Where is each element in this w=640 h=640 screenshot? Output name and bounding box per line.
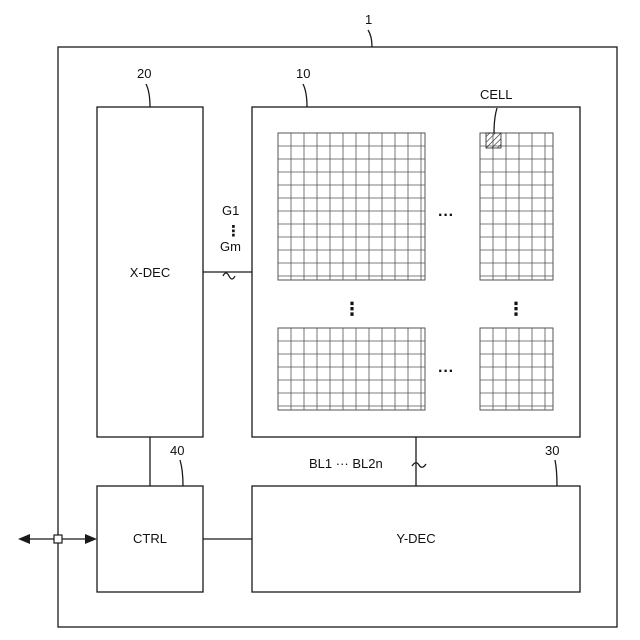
- gate-first-label: G1: [222, 203, 239, 218]
- bitline-bus-tilde: [412, 463, 426, 468]
- io-arrow-right: [85, 534, 97, 544]
- ellipsis-right-vertical: ⋮: [507, 299, 525, 319]
- gate-bus-tilde: [223, 273, 235, 279]
- cell-label: CELL: [480, 87, 513, 102]
- cell-array: [278, 133, 553, 410]
- array-leader: [303, 84, 307, 107]
- cell-grid-top-left: [278, 133, 425, 280]
- array-ref-label: 10: [296, 66, 310, 81]
- ellipsis-bottom: ···: [438, 363, 454, 380]
- xdec-label: X-DEC: [130, 265, 170, 280]
- ctrl-leader: [180, 460, 183, 486]
- io-arrow-left: [18, 534, 30, 544]
- ellipsis-top: ···: [438, 207, 454, 224]
- chip-ref-label: 1: [365, 12, 372, 27]
- array-frame: [252, 107, 580, 437]
- ydec-leader: [555, 460, 557, 486]
- gate-dots: ⋮: [226, 223, 241, 240]
- ctrl-label: CTRL: [133, 531, 167, 546]
- cell-grid-border: [480, 328, 553, 410]
- cell-grid-bottom-left: [278, 328, 425, 410]
- xdec-leader: [146, 84, 150, 107]
- bitline-label: BL1 ··· BL2n: [309, 456, 383, 471]
- cell-grid-border: [278, 328, 425, 410]
- chip-leader: [368, 30, 372, 47]
- cell-grid-bottom-right: [480, 328, 553, 410]
- highlighted-cell: [486, 133, 501, 148]
- gate-last-label: Gm: [220, 239, 241, 254]
- cell-grid-top-right: [480, 133, 553, 280]
- ctrl-ref-label: 40: [170, 443, 184, 458]
- ydec-ref-label: 30: [545, 443, 559, 458]
- io-pad: [54, 535, 62, 543]
- cell-grid-border: [480, 133, 553, 280]
- ellipsis-left-vertical: ⋮: [343, 299, 361, 319]
- xdec-ref-label: 20: [137, 66, 151, 81]
- cell-leader: [494, 108, 497, 133]
- ydec-label: Y-DEC: [396, 531, 435, 546]
- cell-grid-border: [278, 133, 425, 280]
